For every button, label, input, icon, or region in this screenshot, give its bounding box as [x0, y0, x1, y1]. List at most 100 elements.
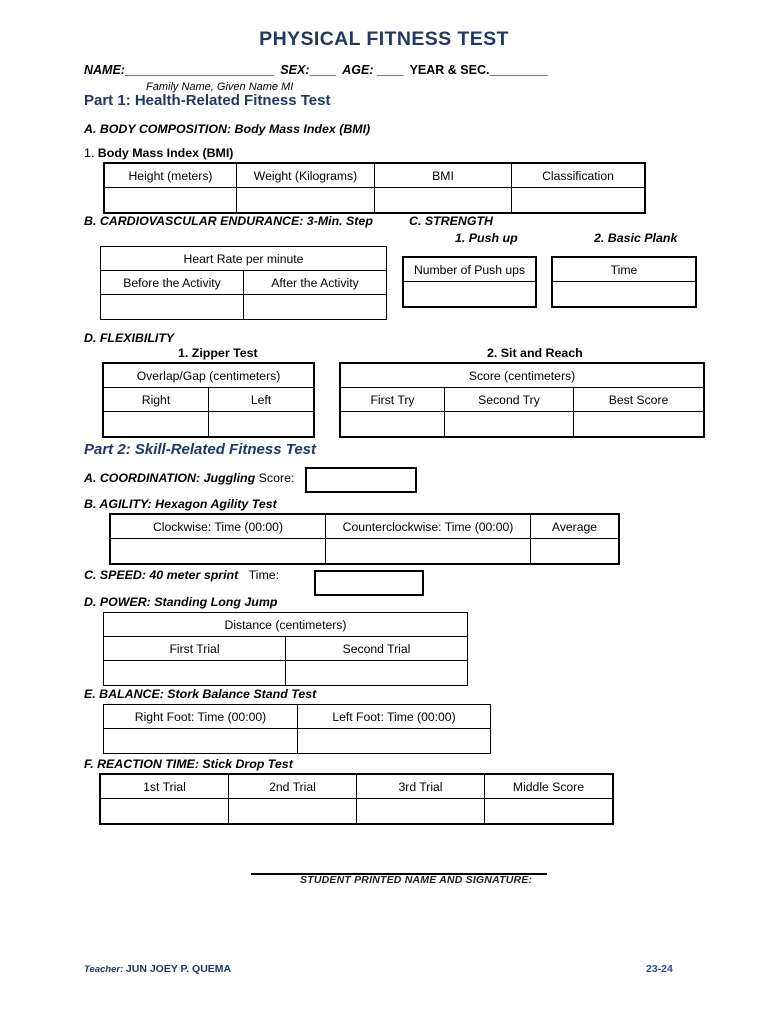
pushup-table: Number of Push ups — [403, 257, 536, 307]
signature-line[interactable] — [251, 873, 547, 875]
balance-header-right-foot: Right Foot: Time (00:00) — [103, 704, 298, 729]
section-b-cardio-heading: B. CARDIOVASCULAR ENDURANCE: 3-Min. Step — [84, 214, 373, 228]
reaction-header-middle-score: Middle Score — [484, 774, 613, 799]
section-e-balance-heading: E. BALANCE: Stork Balance Stand Test — [84, 687, 317, 701]
bmi-header-weight: Weight (Kilograms) — [236, 163, 375, 188]
balance-header-left-foot: Left Foot: Time (00:00) — [297, 704, 491, 729]
zipper-span-header: Overlap/Gap (centimeters) — [103, 363, 314, 388]
zipper-header-right: Right — [103, 387, 209, 412]
heart-rate-cell-before[interactable] — [100, 294, 244, 320]
reaction-header-2nd-trial: 2nd Trial — [228, 774, 357, 799]
bmi-table: Height (meters) Weight (Kilograms) BMI C… — [104, 163, 645, 213]
table-span-header-row: Distance (centimeters) — [102, 612, 469, 637]
sprint-time-input[interactable] — [314, 570, 424, 596]
bmi-header-bmi: BMI — [374, 163, 512, 188]
table-span-header-row: Heart Rate per minute — [100, 246, 387, 271]
sex-input-rule[interactable]: ____ — [309, 63, 336, 77]
table-header-row: Clockwise: Time (00:00) Counterclockwise… — [110, 514, 619, 539]
table-row — [103, 728, 491, 754]
section-a-body-composition-heading: A. BODY COMPOSITION: Body Mass Index (BM… — [84, 122, 370, 136]
footer-page-number: 23-24 — [646, 963, 673, 975]
footer-teacher-name: JUN JOEY P. QUEMA — [125, 963, 232, 975]
agility-cell-counterclockwise[interactable] — [325, 538, 531, 564]
table-span-header-row: Score (centimeters) — [339, 363, 705, 388]
bmi-cell-weight[interactable] — [236, 187, 375, 213]
plank-cell-time[interactable] — [552, 281, 696, 307]
sitreach-cell-second-try[interactable] — [444, 411, 574, 437]
juggling-score-input[interactable] — [305, 467, 417, 493]
name-format-caption: Family Name, Given Name MI — [146, 81, 294, 93]
reaction-time-table: 1st Trial 2nd Trial 3rd Trial Middle Sco… — [100, 774, 613, 824]
agility-header-counterclockwise: Counterclockwise: Time (00:00) — [325, 514, 531, 539]
name-input-rule[interactable]: _______________________ — [124, 63, 274, 77]
agility-header-clockwise: Clockwise: Time (00:00) — [110, 514, 326, 539]
table-row — [552, 281, 696, 307]
footer-teacher-label: Teacher: — [84, 964, 124, 975]
section-f-reaction-time-heading: F. REACTION TIME: Stick Drop Test — [84, 757, 293, 771]
sitreach-header-second-try: Second Try — [444, 387, 574, 412]
speed-heading-text: C. SPEED: 40 meter sprint — [84, 568, 239, 582]
sex-label: SEX: — [280, 63, 310, 77]
reaction-header-1st-trial: 1st Trial — [100, 774, 229, 799]
balance-cell-left-foot[interactable] — [297, 728, 491, 754]
heart-rate-cell-after[interactable] — [243, 294, 387, 320]
reaction-cell-2nd-trial[interactable] — [228, 798, 357, 824]
reaction-cell-1st-trial[interactable] — [100, 798, 229, 824]
sit-and-reach-subheading: 2. Sit and Reach — [487, 346, 583, 360]
pushup-cell-count[interactable] — [403, 281, 536, 307]
sitreach-span-header: Score (centimeters) — [339, 363, 705, 388]
pushup-subheading: 1. Push up — [455, 231, 518, 245]
agility-header-average: Average — [530, 514, 619, 539]
age-input-rule[interactable]: ____ — [377, 63, 403, 77]
sit-and-reach-table: Score (centimeters) First Try Second Try… — [339, 363, 705, 437]
part1-heading: Part 1: Health-Related Fitness Test — [84, 92, 331, 109]
table-span-header-row: Overlap/Gap (centimeters) — [103, 363, 314, 388]
long-jump-span-header: Distance (centimeters) — [102, 612, 469, 637]
table-header-row: Time — [552, 257, 696, 282]
sitreach-cell-best-score[interactable] — [572, 411, 705, 437]
section-c-speed-heading: C. SPEED: 40 meter sprint Time: — [84, 568, 279, 582]
zipper-cell-left[interactable] — [208, 411, 314, 437]
signature-label: STUDENT PRINTED NAME AND SIGNATURE: — [300, 874, 533, 886]
long-jump-cell-second-trial[interactable] — [284, 660, 469, 686]
table-header-row: Right Foot: Time (00:00) Left Foot: Time… — [103, 704, 491, 729]
zipper-test-subheading: 1. Zipper Test — [178, 346, 258, 360]
agility-cell-clockwise[interactable] — [110, 538, 326, 564]
sitreach-header-best-score: Best Score — [572, 387, 705, 412]
table-header-row: First Try Second Try Best Score — [340, 387, 705, 412]
section-a-coordination-heading: A. COORDINATION: Juggling Score: — [84, 471, 294, 485]
bmi-item-number: 1. — [84, 146, 95, 160]
zipper-header-left: Left — [208, 387, 314, 412]
table-row — [340, 411, 705, 437]
zipper-test-table: Overlap/Gap (centimeters) Right Left — [103, 363, 314, 437]
section-d-power-heading: D. POWER: Standing Long Jump — [84, 595, 278, 609]
section-a-suffix: Body Mass Index (BMI) — [234, 122, 371, 136]
year-sec-input-rule[interactable]: _________ — [489, 63, 548, 77]
table-header-row: First Trial Second Trial — [103, 636, 469, 661]
bmi-cell-height[interactable] — [104, 187, 237, 213]
balance-table: Right Foot: Time (00:00) Left Foot: Time… — [103, 704, 491, 754]
age-label: AGE: — [342, 63, 374, 77]
balance-cell-right-foot[interactable] — [103, 728, 298, 754]
section-b-agility-heading: B. AGILITY: Hexagon Agility Test — [84, 497, 277, 511]
heart-rate-header-before: Before the Activity — [100, 270, 244, 295]
table-row — [100, 798, 613, 824]
page-title: PHYSICAL FITNESS TEST — [259, 28, 509, 50]
coordination-score-label: Score: — [258, 471, 295, 485]
table-row — [403, 281, 536, 307]
coordination-activity: Juggling — [203, 471, 256, 485]
long-jump-cell-first-trial[interactable] — [103, 660, 286, 686]
reaction-cell-middle-score[interactable] — [484, 798, 613, 824]
bmi-cell-bmi[interactable] — [374, 187, 512, 213]
zipper-cell-right[interactable] — [103, 411, 209, 437]
long-jump-header-second-trial: Second Trial — [284, 636, 469, 661]
bmi-cell-classification[interactable] — [511, 187, 645, 213]
plank-subheading: 2. Basic Plank — [594, 231, 678, 245]
bmi-item-line: 1. Body Mass Index (BMI) — [84, 146, 233, 160]
table-header-row: Height (meters) Weight (Kilograms) BMI C… — [104, 163, 645, 188]
reaction-cell-3rd-trial[interactable] — [356, 798, 485, 824]
sitreach-cell-first-try[interactable] — [340, 411, 445, 437]
agility-table: Clockwise: Time (00:00) Counterclockwise… — [110, 514, 619, 564]
agility-cell-average[interactable] — [530, 538, 619, 564]
name-label: NAME: — [84, 63, 125, 77]
